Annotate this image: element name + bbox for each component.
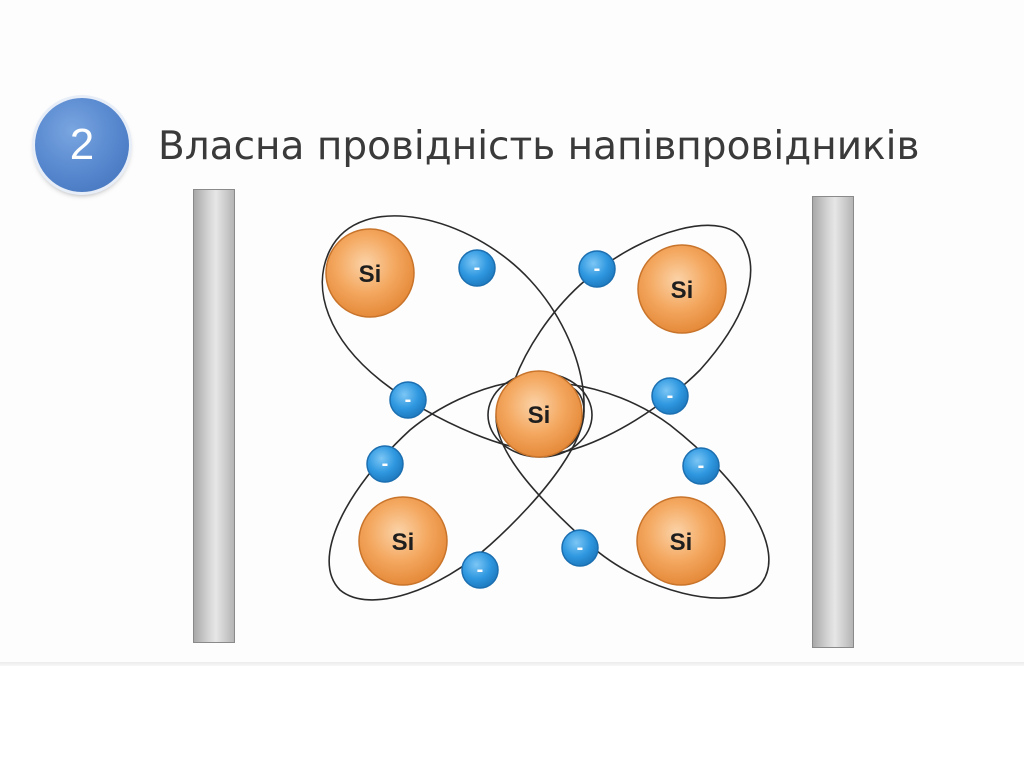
electron: - (459, 250, 495, 286)
svg-text:Si: Si (671, 277, 694, 304)
svg-text:Si: Si (392, 529, 415, 556)
atom-center: Si (496, 371, 582, 457)
slide: 2 Власна провідність напівпровідників (0, 0, 1024, 662)
svg-text:Si: Si (670, 529, 693, 556)
svg-text:-: - (698, 455, 705, 477)
svg-text:-: - (667, 385, 674, 407)
electron: - (462, 552, 498, 588)
atom-bottom-right: Si (637, 497, 725, 585)
silicon-lattice-diagram: Si Si Si Si Si (0, 0, 1024, 662)
svg-text:-: - (477, 559, 484, 581)
svg-text:-: - (577, 537, 584, 559)
atom-top-right: Si (638, 245, 726, 333)
electron: - (652, 378, 688, 414)
svg-text:Si: Si (359, 261, 382, 288)
electron: - (562, 530, 598, 566)
atom-top-left: Si (326, 229, 414, 317)
svg-text:-: - (594, 258, 601, 280)
electron: - (683, 448, 719, 484)
svg-text:-: - (474, 257, 481, 279)
svg-text:-: - (382, 453, 389, 475)
svg-text:Si: Si (528, 402, 551, 429)
slide-bottom-edge (0, 662, 1024, 666)
electron: - (579, 251, 615, 287)
atom-bottom-left: Si (359, 497, 447, 585)
electron: - (390, 382, 426, 418)
electron: - (367, 446, 403, 482)
svg-text:-: - (405, 389, 412, 411)
